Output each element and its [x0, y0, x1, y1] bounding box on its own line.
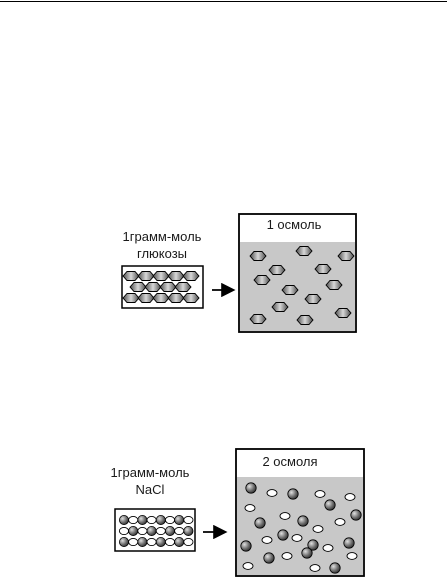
- chloride-ion: [155, 526, 166, 536]
- glucose-molecule: [281, 285, 299, 295]
- glucose-molecule: [253, 275, 271, 285]
- glucose-label-line1: 1грамм-моль: [123, 229, 202, 244]
- chloride-ion: [174, 526, 185, 536]
- chloride-ion: [281, 552, 293, 560]
- chloride-ion: [322, 544, 334, 552]
- sodium-ion: [297, 515, 309, 527]
- chloride-ion: [312, 525, 324, 533]
- chloride-ion: [164, 537, 176, 547]
- sodium-ion: [324, 499, 336, 511]
- sodium-ion: [155, 537, 166, 548]
- chloride-ion: [164, 515, 176, 525]
- chloride-ion: [334, 518, 346, 526]
- glucose-molecule: [152, 271, 170, 281]
- nacl-container-label: 2 осмоля: [262, 454, 317, 469]
- chloride-ion: [146, 537, 157, 547]
- nacl-label-line1: 1грамм-моль: [111, 465, 190, 480]
- chloride-ion: [242, 562, 254, 570]
- sodium-ion: [146, 526, 157, 537]
- nacl-label-line2: NaCl: [136, 482, 165, 497]
- glucose-molecule: [159, 282, 177, 292]
- chloride-ion: [291, 534, 303, 542]
- glucose-molecule: [137, 271, 155, 281]
- chloride-ion: [183, 537, 194, 547]
- sodium-ion: [287, 488, 299, 500]
- sodium-ion: [350, 509, 362, 521]
- chloride-ion: [261, 536, 273, 544]
- glucose-molecule: [295, 246, 313, 256]
- glucose-molecule: [304, 294, 322, 304]
- chloride-ion: [346, 552, 358, 560]
- glucose-label-line2: глюкозы: [137, 246, 187, 261]
- chloride-ion: [344, 493, 356, 501]
- chloride-ion: [137, 526, 148, 536]
- sodium-ion: [183, 526, 194, 537]
- glucose-molecule: [182, 271, 200, 281]
- glucose-molecule: [174, 282, 192, 292]
- sodium-ion: [343, 537, 355, 549]
- sodium-ion: [119, 515, 130, 526]
- chloride-ion: [128, 515, 139, 525]
- nacl-panel: 1грамм-моль NaCl 2 осмоля: [111, 448, 365, 577]
- sodium-ion: [307, 539, 319, 551]
- chloride-ion: [279, 512, 291, 520]
- sodium-ion: [137, 537, 148, 548]
- sodium-ion: [263, 552, 275, 564]
- glucose-molecule: [296, 315, 314, 325]
- glucose-container-label: 1 осмоль: [267, 217, 322, 232]
- sodium-ion: [174, 537, 185, 548]
- glucose-solid-particles: [122, 271, 200, 303]
- glucose-molecule: [122, 293, 140, 303]
- chloride-ion: [309, 564, 321, 572]
- chloride-ion: [118, 526, 130, 536]
- glucose-molecule: [314, 264, 332, 274]
- glucose-molecule: [167, 271, 185, 281]
- glucose-molecule: [137, 293, 155, 303]
- sodium-ion: [137, 515, 148, 526]
- glucose-molecule: [271, 302, 289, 312]
- chloride-ion: [183, 515, 194, 525]
- sodium-ion: [119, 537, 130, 548]
- chloride-ion: [128, 537, 139, 547]
- sodium-ion: [128, 526, 139, 537]
- glucose-molecule: [167, 293, 185, 303]
- glucose-molecule: [122, 271, 140, 281]
- glucose-molecule: [325, 280, 343, 290]
- chloride-ion: [266, 489, 278, 497]
- sodium-ion: [155, 515, 166, 526]
- glucose-molecule: [182, 293, 200, 303]
- nacl-solid-particles: [118, 515, 194, 548]
- chloride-ion: [314, 490, 326, 498]
- glucose-molecule: [249, 314, 267, 324]
- sodium-ion: [329, 562, 341, 574]
- glucose-panel: 1грамм-моль глюкозы 1 осмоль: [121, 213, 357, 333]
- glucose-molecule: [334, 308, 352, 318]
- nacl-dissolved-particles: [240, 482, 362, 574]
- glucose-molecule: [129, 282, 147, 292]
- glucose-molecule: [249, 251, 267, 261]
- sodium-ion: [164, 526, 175, 537]
- glucose-molecule: [268, 265, 286, 275]
- sodium-ion: [174, 515, 185, 526]
- chloride-ion: [146, 515, 157, 525]
- glucose-molecule: [337, 251, 355, 261]
- glucose-molecule: [152, 293, 170, 303]
- glucose-dissolved-particles: [249, 246, 355, 325]
- sodium-ion: [245, 482, 257, 494]
- glucose-molecule: [144, 282, 162, 292]
- sodium-ion: [254, 517, 266, 529]
- sodium-ion: [277, 529, 289, 541]
- sodium-ion: [240, 540, 252, 552]
- sodium-ion: [301, 547, 313, 559]
- chloride-ion: [244, 504, 256, 512]
